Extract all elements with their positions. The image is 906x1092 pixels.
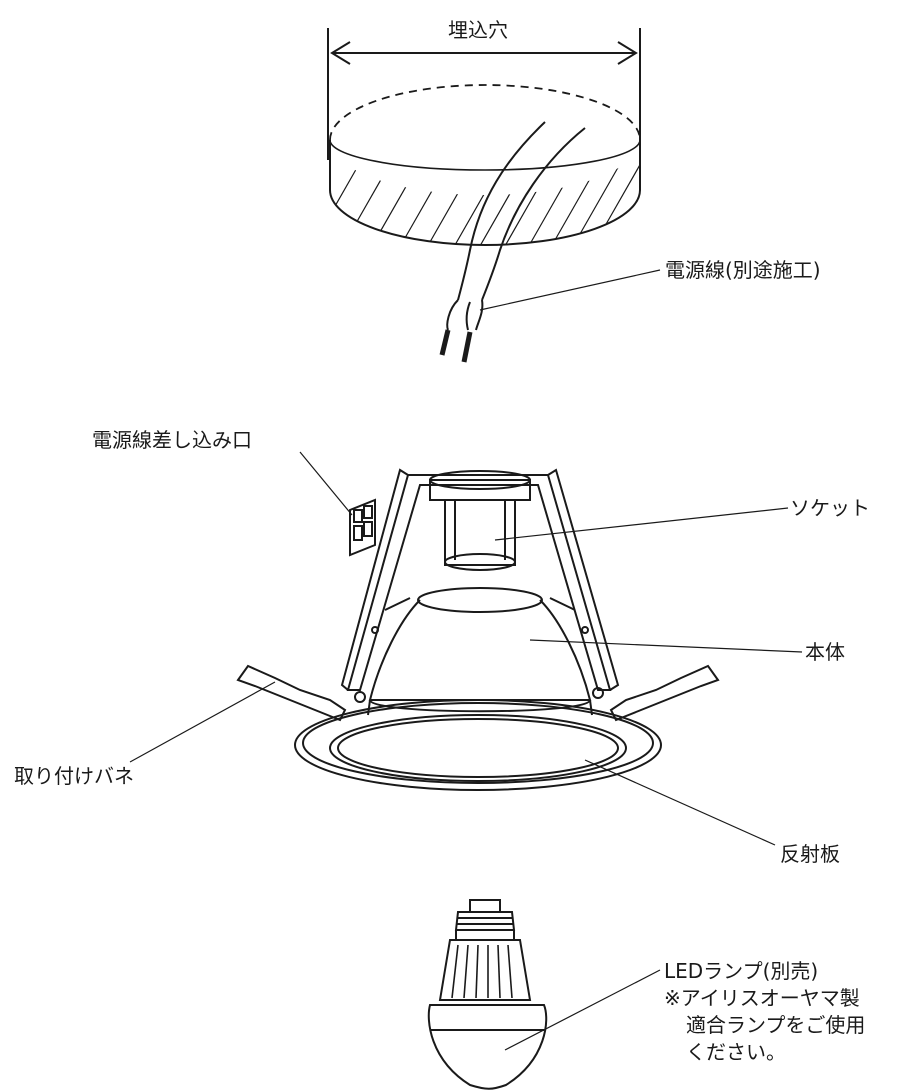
led-lamp <box>427 899 548 1090</box>
leader-lamp <box>504 969 661 1051</box>
leader-body <box>529 639 803 653</box>
label-power-inlet: 電源線差し込み口 <box>92 428 252 452</box>
label-lamp: LEDランプ(別売) ※アイリスオーヤマ製 適合ランプをご使用 ください。 <box>664 958 865 1066</box>
leader-socket <box>494 507 789 541</box>
power-inlet-block <box>349 498 376 557</box>
label-lamp-line4: ください。 <box>686 1040 786 1064</box>
label-reflector: 反射板 <box>780 842 840 866</box>
leader-reflector <box>584 759 776 846</box>
downlight-body <box>236 468 720 791</box>
power-cable <box>439 121 586 363</box>
body-dome <box>368 599 592 701</box>
hole-top-front-edge <box>329 139 641 171</box>
label-hole: 埋込穴 <box>448 18 508 42</box>
arrowhead-left <box>330 41 351 65</box>
leader-power-cable <box>479 269 661 311</box>
rim-inner <box>329 714 627 782</box>
arrowhead-right <box>617 41 638 65</box>
spring-right <box>609 664 720 722</box>
label-body: 本体 <box>805 640 845 664</box>
label-spring: 取り付けバネ <box>14 764 134 788</box>
hole-top-back-edge <box>329 84 641 141</box>
rim-outer <box>294 699 662 791</box>
leader-spring <box>129 681 276 763</box>
label-lamp-line1: LEDランプ(別売) <box>664 959 819 983</box>
label-lamp-line2: ※アイリスオーヤマ製 <box>664 986 860 1010</box>
hole-bottom-edge <box>329 189 641 246</box>
leader-power-inlet <box>299 451 353 516</box>
label-power-cable: 電源線(別途施工) <box>665 258 821 282</box>
ceiling-hole <box>327 28 641 246</box>
label-lamp-line3: 適合ランプをご使用 <box>686 1013 866 1037</box>
label-socket: ソケット <box>790 496 870 520</box>
socket <box>429 470 531 571</box>
